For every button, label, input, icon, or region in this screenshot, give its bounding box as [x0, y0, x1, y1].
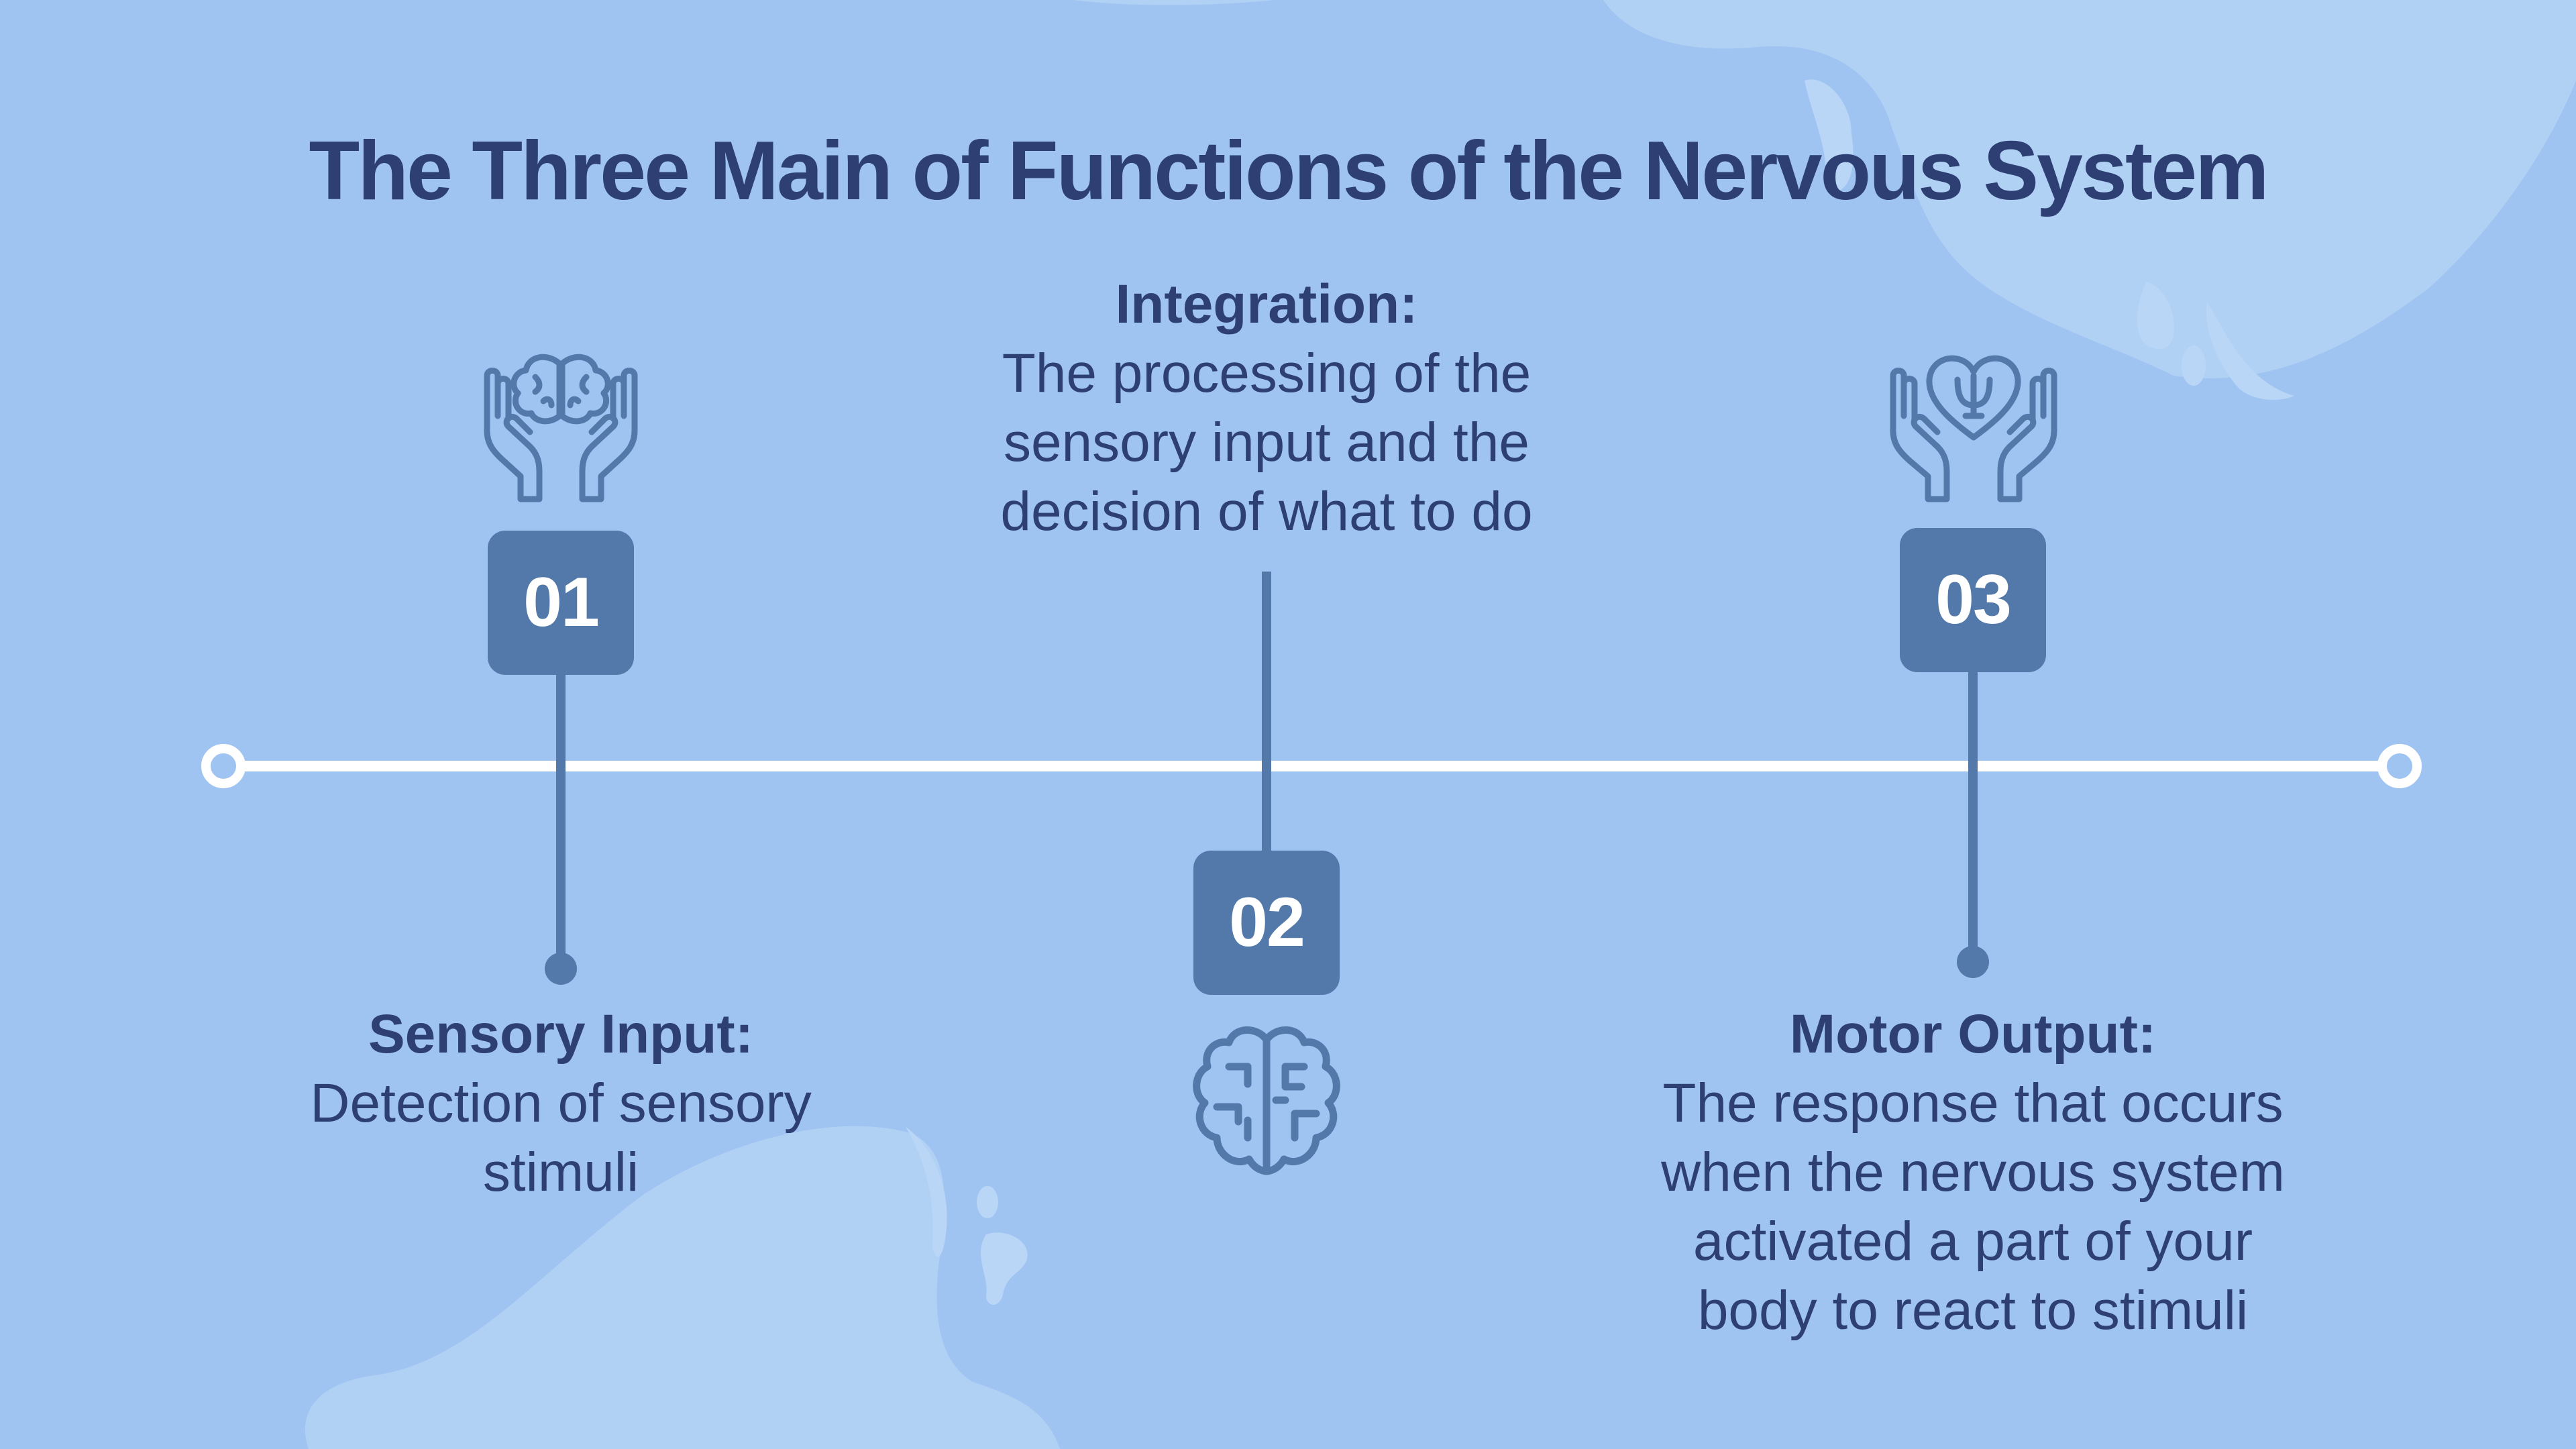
step-3-number-badge: 03 — [1900, 528, 2046, 672]
step-1-stem-dot — [545, 953, 577, 985]
timeline-end-node — [2377, 744, 2422, 788]
step-1-body-line-1: Detection of sensory — [310, 1073, 812, 1134]
step-2-body-line-2: sensory input and the — [1003, 412, 1530, 473]
step-2-description: Integration: The processing of the senso… — [898, 270, 1635, 546]
step-2-number-badge: 02 — [1193, 851, 1340, 995]
step-3-body-line-1: The response that occurs — [1662, 1073, 2284, 1134]
top-right-drop-2 — [2182, 345, 2206, 386]
page-title: The Three Main of Functions of the Nervo… — [309, 125, 2269, 217]
step-3-description: Motor Output: The response that occurs w… — [1570, 1000, 2375, 1345]
step-2-body-line-3: decision of what to do — [1000, 481, 1533, 542]
step-3-body-line-4: body to react to stimuli — [1697, 1280, 2249, 1341]
top-right-blob — [1603, 0, 2576, 378]
step-2-heading: Integration: — [1115, 274, 1418, 335]
step-1-number-badge: 01 — [488, 531, 634, 675]
step-3-stem-dot — [1957, 946, 1989, 978]
hands-holding-heart-psi-icon — [1890, 355, 2057, 502]
top-right-streak-2 — [2206, 302, 2294, 400]
top-center-blob — [1073, 0, 1275, 5]
timeline-start-node — [201, 744, 246, 788]
top-right-streak — [1805, 79, 1854, 192]
step-1-body-line-2: stimuli — [482, 1142, 639, 1203]
top-right-drop-1 — [2137, 282, 2174, 350]
hands-holding-brain-icon — [484, 354, 638, 502]
step-3-heading: Motor Output: — [1789, 1004, 2157, 1065]
bottom-left-streak — [906, 1127, 947, 1257]
bottom-left-blob — [305, 1126, 1060, 1449]
step-3-body-line-3: activated a part of your — [1693, 1211, 2253, 1272]
bottom-left-drop-2 — [981, 1232, 1028, 1305]
step-3-body-line-2: when the nervous system — [1661, 1142, 2285, 1203]
step-2-body-line-1: The processing of the — [1002, 343, 1532, 404]
step-1-description: Sensory Input: Detection of sensory stim… — [225, 1000, 896, 1207]
bottom-left-drop-1 — [977, 1186, 998, 1218]
brain-circuit-icon — [1193, 1026, 1340, 1175]
step-1-heading: Sensory Input: — [368, 1004, 754, 1065]
